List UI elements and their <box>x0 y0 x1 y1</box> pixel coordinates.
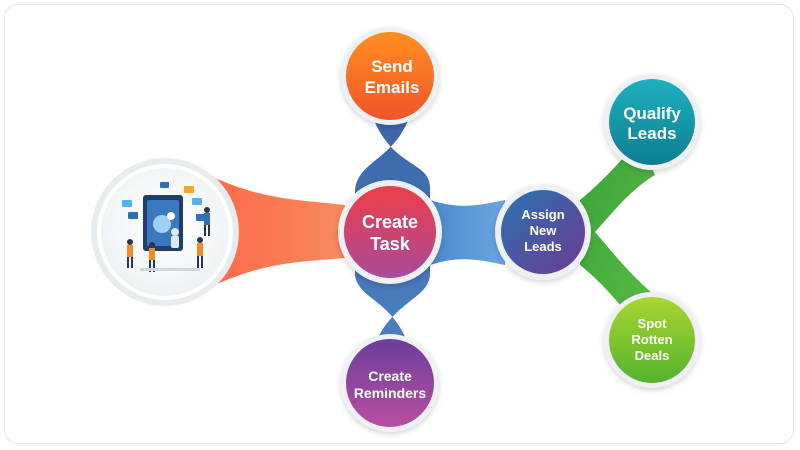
assign-new-leads-line-3: Leads <box>524 239 562 254</box>
assign-new-leads-line-1: Assign <box>521 207 564 222</box>
send-emails-node[interactable]: Send Emails <box>341 27 439 125</box>
spot-rotten-deals-line-1: Spot <box>638 316 668 331</box>
spot-rotten-deals-node[interactable]: Spot Rotten Deals <box>604 292 700 388</box>
spot-rotten-deals-line-3: Deals <box>635 348 670 363</box>
qualify-leads-node[interactable]: Qualify Leads <box>604 74 700 170</box>
create-reminders-line-2: Reminders <box>354 385 427 401</box>
send-emails-line-2: Emails <box>365 78 420 97</box>
assign-new-leads-line-2: New <box>530 223 558 238</box>
illustration-node <box>91 158 239 306</box>
create-reminders-line-1: Create <box>368 368 412 384</box>
create-reminders-node[interactable]: Create Reminders <box>341 334 439 432</box>
send-emails-line-1: Send <box>371 57 413 76</box>
create-task-node[interactable]: Create Task <box>338 180 442 284</box>
create-task-line-1: Create <box>362 212 418 232</box>
horizontal-blue-connector <box>430 200 505 265</box>
assign-new-leads-node[interactable]: Assign New Leads <box>495 184 591 280</box>
team-automation-illustration-icon <box>122 182 210 272</box>
qualify-leads-line-1: Qualify <box>623 104 681 123</box>
qualify-leads-line-2: Leads <box>627 124 676 143</box>
orange-connector <box>215 178 345 285</box>
spot-rotten-deals-line-2: Rotten <box>631 332 672 347</box>
create-task-line-2: Task <box>370 234 411 254</box>
green-connector <box>580 140 660 335</box>
